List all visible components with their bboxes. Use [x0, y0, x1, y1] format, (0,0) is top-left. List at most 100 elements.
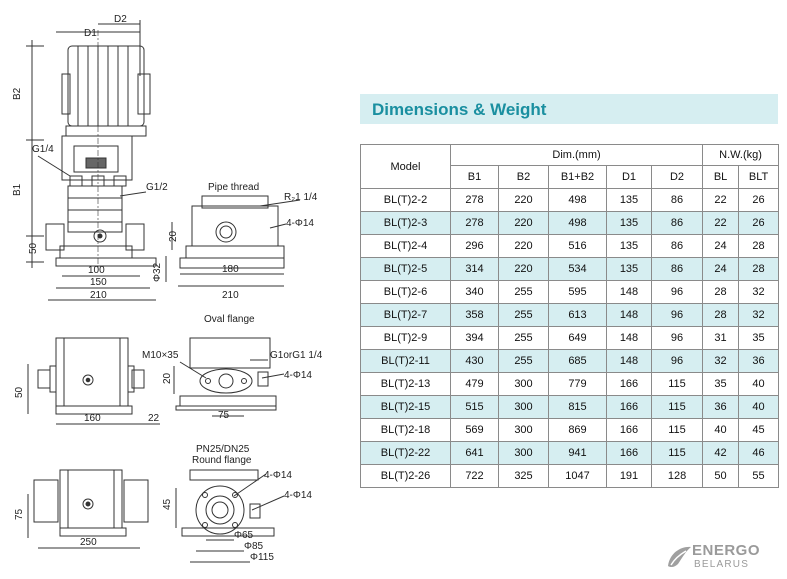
cell-value: 498 — [548, 211, 607, 235]
cell-value: 722 — [450, 464, 499, 488]
label-holes-round-a: 4-Φ14 — [264, 470, 292, 481]
cell-value: 22 — [702, 211, 740, 235]
cell-value: 35 — [738, 326, 780, 350]
round-flange-title2: Round flange — [192, 455, 252, 466]
label-holes-pipe: 4-Φ14 — [286, 218, 314, 229]
cell-value: 1047 — [548, 464, 607, 488]
header-b1b2: B1+B2 — [548, 165, 607, 189]
header-dim: Dim.(mm) — [449, 144, 704, 166]
header-b2: B2 — [498, 165, 549, 189]
label-holes-oval: 4-Φ14 — [284, 370, 312, 381]
cell-value: 220 — [498, 234, 549, 258]
header-model: Model — [360, 144, 451, 189]
cell-value: 86 — [650, 211, 704, 235]
oval-flange-side — [173, 337, 285, 417]
cell-value: 36 — [738, 349, 780, 373]
label-thread-oval: G1orG1 1/4 — [270, 350, 323, 361]
label-w180: 180 — [222, 264, 239, 275]
cell-value: 220 — [498, 211, 549, 235]
label-r-thread: R₂1 1/4 — [284, 192, 318, 203]
cell-value: 430 — [450, 349, 499, 373]
label-dia65: Φ65 — [234, 530, 254, 541]
round-flange-title1: PN25/DN25 — [196, 444, 250, 455]
label-d2: D2 — [114, 14, 127, 25]
cell-value: 516 — [548, 234, 607, 258]
logo-line2: BELARUS — [694, 559, 750, 570]
cell-value: 314 — [450, 257, 499, 281]
cell-value: 479 — [450, 372, 499, 396]
cell-model: BL(T)2-6 — [360, 280, 451, 304]
logo-line1: ENERGO — [692, 542, 761, 559]
cell-value: 166 — [606, 418, 652, 442]
cell-value: 278 — [450, 211, 499, 235]
label-d1: D1 — [84, 28, 97, 39]
round-flange-front — [27, 469, 149, 549]
cell-value: 26 — [738, 211, 780, 235]
header-b1: B1 — [450, 165, 499, 189]
cell-value: 166 — [606, 395, 652, 419]
cell-value: 148 — [606, 349, 652, 373]
cell-value: 24 — [702, 257, 740, 281]
cell-value: 941 — [548, 441, 607, 465]
label-g-top: G1/4 — [32, 144, 54, 155]
cell-value: 135 — [606, 234, 652, 258]
cell-model: BL(T)2-11 — [360, 349, 451, 373]
pipe-thread-title: Pipe thread — [208, 182, 259, 193]
cell-value: 22 — [702, 188, 740, 212]
cell-value: 115 — [650, 418, 704, 442]
cell-value: 115 — [650, 395, 704, 419]
cell-value: 148 — [606, 280, 652, 304]
cell-value: 45 — [738, 418, 780, 442]
cell-value: 255 — [498, 303, 549, 327]
cell-value: 255 — [498, 349, 549, 373]
label-dia85: Φ85 — [244, 541, 264, 552]
cell-value: 86 — [650, 188, 704, 212]
cell-value: 534 — [548, 257, 607, 281]
cell-value: 135 — [606, 188, 652, 212]
label-w150: 150 — [90, 277, 107, 288]
cell-value: 96 — [650, 280, 704, 304]
label-holes-round-b: 4-Φ14 — [284, 490, 312, 501]
label-bolt: M10×35 — [142, 350, 179, 361]
header-d2: D2 — [650, 165, 704, 189]
side-view-pump — [26, 20, 157, 301]
header-weight: N.W.(kg) — [702, 144, 780, 166]
label-b2: B2 — [12, 87, 23, 100]
cell-model: BL(T)2-13 — [360, 372, 451, 396]
cell-value: 300 — [498, 418, 549, 442]
cell-value: 28 — [738, 257, 780, 281]
cell-value: 358 — [450, 303, 499, 327]
label-w210-pipe: 210 — [222, 290, 239, 301]
cell-value: 685 — [548, 349, 607, 373]
cell-value: 135 — [606, 257, 652, 281]
cell-value: 296 — [450, 234, 499, 258]
cell-model: BL(T)2-18 — [360, 418, 451, 442]
label-g-side: G1/2 — [146, 182, 168, 193]
cell-value: 32 — [738, 303, 780, 327]
oval-flange-front — [27, 337, 160, 425]
cell-value: 300 — [498, 395, 549, 419]
label-w250: 250 — [80, 537, 97, 548]
cell-value: 613 — [548, 303, 607, 327]
cell-value: 135 — [606, 211, 652, 235]
cell-value: 191 — [606, 464, 652, 488]
energo-belarus-logo: ENERGO BELARUS — [664, 540, 782, 576]
label-w22: 22 — [148, 413, 160, 424]
cell-value: 325 — [498, 464, 549, 488]
label-h50: 50 — [28, 242, 39, 254]
cell-model: BL(T)2-4 — [360, 234, 451, 258]
cell-value: 28 — [702, 280, 740, 304]
label-dia115: Φ115 — [250, 552, 274, 563]
technical-drawing: D2 D1 B2 B1 G1/4 G1/2 50 100 150 210 Pip… — [12, 14, 323, 563]
cell-value: 115 — [650, 372, 704, 396]
label-b1: B1 — [12, 183, 23, 196]
table-title-bar: Dimensions & Weight — [360, 94, 778, 124]
cell-model: BL(T)2-22 — [360, 441, 451, 465]
pipe-thread-view — [165, 195, 301, 287]
